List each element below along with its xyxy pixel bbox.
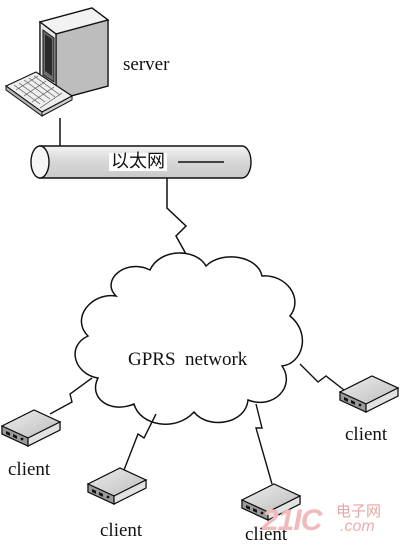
ethernet-label: 以太网 <box>109 151 167 172</box>
client-device-2 <box>87 467 147 505</box>
pipe-cloud-link <box>166 178 197 273</box>
watermark-logo-text: 21IC <box>262 504 322 537</box>
client-device-4 <box>339 375 399 413</box>
link-client-4 <box>299 363 345 391</box>
client-label-3: client <box>245 524 288 545</box>
client-label-1: client <box>8 459 51 480</box>
watermark-domain-text: .com <box>340 518 375 535</box>
link-client-1 <box>49 377 93 415</box>
gprs-cloud <box>74 252 304 425</box>
client-device-1 <box>1 409 61 447</box>
gprs-network-label: GPRS network <box>128 349 248 370</box>
server-computer-icon <box>38 7 110 102</box>
watermark-logo: 21IC 电子网 .com <box>262 498 398 538</box>
client-label-4: client <box>345 424 388 445</box>
server-label: server <box>123 54 170 75</box>
keyboard-icon <box>4 71 74 117</box>
client-label-2: client <box>100 520 143 541</box>
link-client-2 <box>123 413 157 471</box>
watermark-cn-text: 电子网 <box>336 502 382 520</box>
link-client-3 <box>255 403 273 485</box>
